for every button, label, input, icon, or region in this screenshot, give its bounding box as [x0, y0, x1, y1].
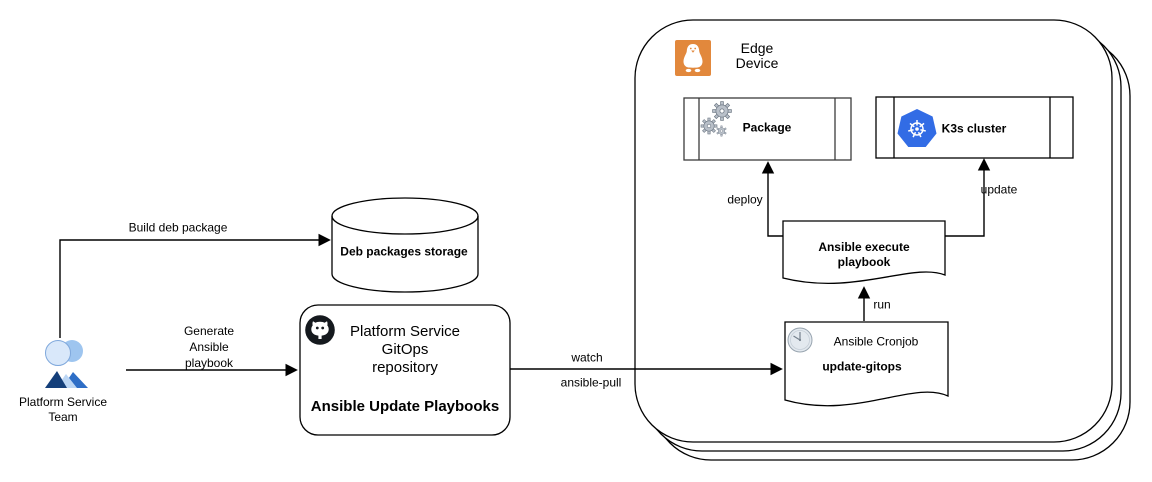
edge-device-label-line: Device	[735, 55, 779, 71]
execute-playbook-label: Ansible execute playbook	[818, 240, 909, 270]
run-arrow-label: run	[873, 297, 891, 312]
kubernetes-icon	[897, 109, 937, 147]
generate-label-line: playbook	[184, 356, 234, 370]
generate-playbook-arrow-label: Generate Ansible playbook	[184, 323, 234, 371]
platform-team-label: Platform Service Team	[19, 395, 107, 425]
github-icon	[305, 315, 335, 345]
generate-label-line: Generate	[183, 324, 235, 338]
clock-icon	[787, 327, 813, 353]
gitops-repo-title: Platform Service GitOps repository	[350, 323, 460, 377]
gitops-repo-title-line: repository	[372, 359, 438, 376]
deploy-arrow-label: deploy	[727, 192, 763, 207]
platform-team-label-line: Team	[48, 410, 78, 424]
watch-arrow-label: watch	[571, 350, 603, 365]
ansible-pull-arrow-label: ansible-pull	[560, 375, 622, 390]
update-arrow	[945, 158, 991, 237]
execute-playbook-label-line: playbook	[837, 255, 891, 269]
cronjob-doc	[784, 321, 949, 407]
deb-storage-label: Deb packages storage	[340, 244, 468, 259]
deploy-arrow	[761, 161, 783, 237]
k3s-label: K3s cluster	[941, 121, 1007, 136]
edge-device-label-line: Edge	[740, 40, 774, 56]
package-label: Package	[742, 120, 792, 135]
cronjob-title: Ansible Cronjob	[833, 334, 919, 349]
team-icon	[45, 340, 88, 388]
edge-device-label: Edge Device	[736, 41, 779, 71]
execute-playbook-label-line: Ansible execute	[818, 240, 910, 254]
build-deb-arrow	[59, 233, 331, 338]
platform-team-label-line: Platform Service	[18, 395, 108, 409]
linux-tux-icon	[675, 40, 711, 76]
gitops-repo-subtitle: Ansible Update Playbooks	[310, 398, 500, 415]
build-deb-arrow-label: Build deb package	[128, 220, 228, 235]
execute-playbook-doc	[782, 220, 946, 285]
generate-label-line: Ansible	[189, 340, 229, 354]
update-arrow-label: update	[980, 182, 1018, 197]
cronjob-subtitle: update-gitops	[822, 359, 902, 374]
gears-icon	[700, 101, 732, 137]
gitops-repo-title-line: Platform Service	[349, 323, 461, 340]
gitops-repo-title-line: GitOps	[381, 341, 429, 358]
gitops-repo-box	[299, 304, 511, 436]
deb-storage-cylinder	[331, 197, 479, 293]
